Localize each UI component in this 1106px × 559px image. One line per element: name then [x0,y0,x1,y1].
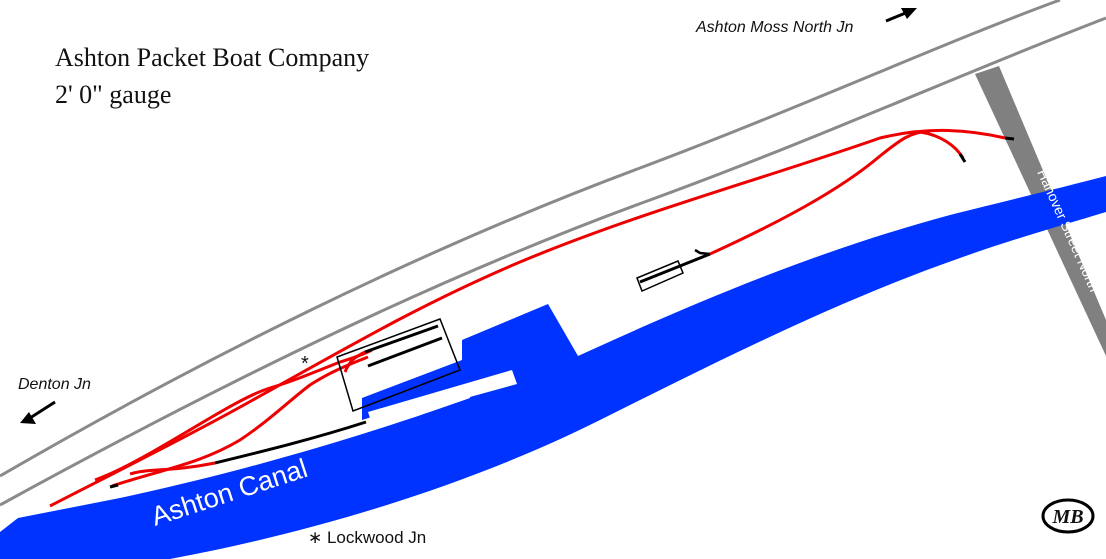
main-line-track-upper [0,0,1061,478]
hanover-buffer-stop [1004,136,1015,141]
warehouse-siding-2 [367,336,443,368]
warehouse-building [336,318,461,412]
engine-shed [636,260,684,293]
lockwood-junction-legend: ∗ Lockwood Jn [308,528,426,547]
south-junction-label: Denton Jn [18,376,91,393]
arrow-northeast-icon [885,8,917,23]
warehouse-siding-1 [364,324,439,354]
ashton-canal [0,176,1106,559]
lockwood-junction-marker: * [301,353,309,375]
map-title: Ashton Packet Boat Company [55,43,369,72]
canal-basin-inlet [368,370,517,424]
siding-end-stub [109,483,119,489]
map-subtitle: 2' 0" gauge [55,80,171,109]
tramway-lower [129,461,216,476]
north-junction-label: Ashton Moss North Jn [695,19,854,36]
tramway-warehouse-entry [343,350,366,373]
logo-text: MB [1051,506,1083,528]
upper-branch-buffer-stop [958,153,967,163]
tramway-main [49,128,1006,508]
siding-canal-side [214,420,367,465]
tramway-upper-branch [919,130,965,159]
mb-logo: MB [1041,498,1095,534]
shed-siding [639,252,711,284]
main-line-track-lower [0,16,1106,507]
shed-siding-stub [694,248,711,256]
tramway-branch-to-shed [709,129,931,256]
arrow-southwest-icon [20,400,56,424]
